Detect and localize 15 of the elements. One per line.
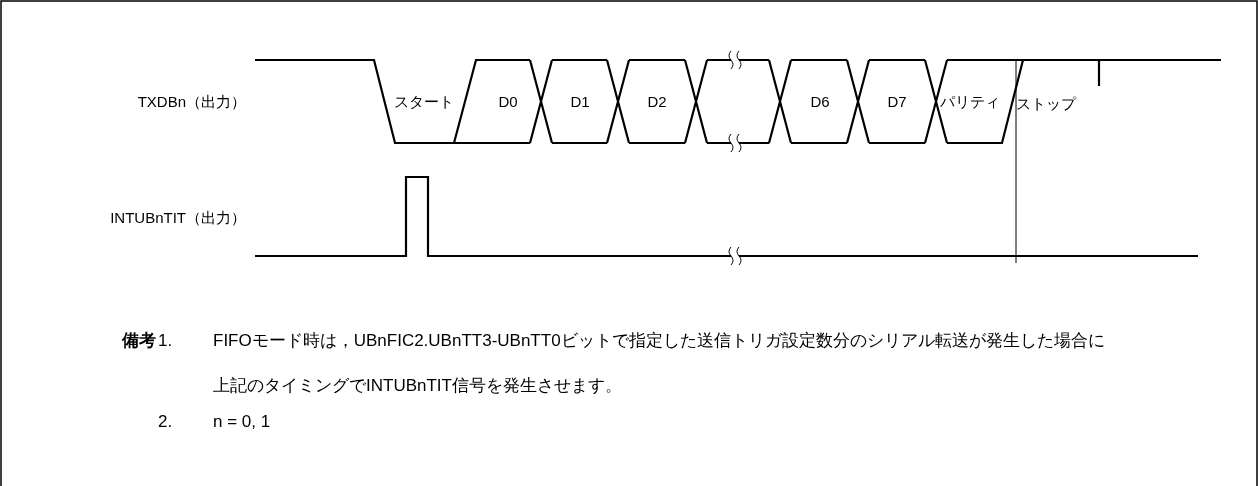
note-text: n = 0, 1 — [213, 411, 271, 433]
bit-label: D1 — [570, 92, 590, 112]
bit-label: D6 — [810, 92, 830, 112]
bit-label: D0 — [498, 92, 518, 112]
note-text: FIFOモード時は，UBnFIC2.UBnTT3-UBnTT0ビットで指定した送信トリガ設定数分のシリアル転送が発生した場合に上記のタイミングでINTUBnTIT信号を発生させます。 — [213, 330, 1106, 397]
bit-label: パリティ — [940, 92, 1000, 112]
note-number: 1. — [158, 330, 173, 352]
bit-label: D7 — [887, 92, 907, 112]
bit-label: D2 — [647, 92, 667, 112]
note-heading: 備考 — [122, 330, 156, 352]
bit-label: スタート — [394, 92, 454, 112]
signal-name: TXDBn（出力） — [137, 92, 246, 112]
bit-label: ストップ — [1016, 94, 1076, 114]
note-number: 2. — [158, 411, 173, 433]
signal-name: INTUBnTIT（出力） — [110, 208, 246, 228]
